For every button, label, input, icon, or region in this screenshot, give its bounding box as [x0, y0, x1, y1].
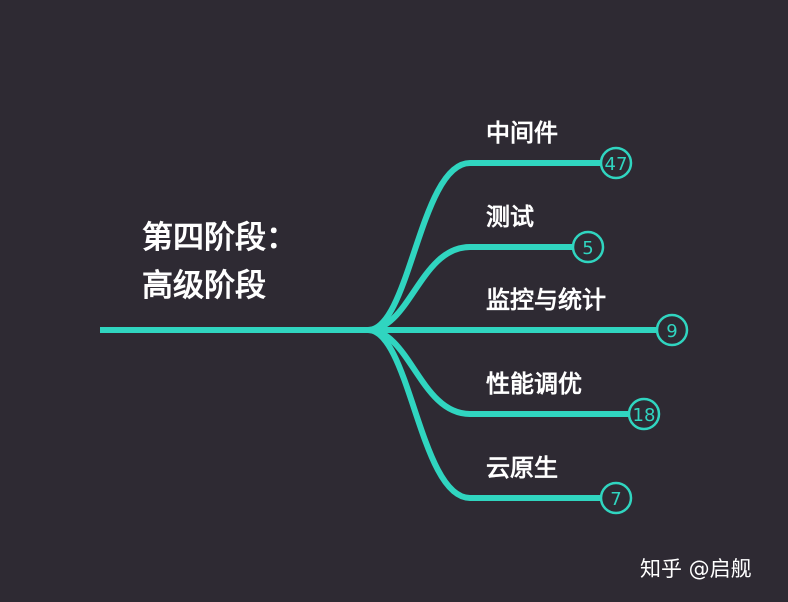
count-badge-text: 5	[582, 238, 593, 259]
root-title-line2: 高级阶段	[142, 268, 266, 304]
count-badge-text: 9	[666, 321, 677, 342]
count-badge[interactable]	[655, 313, 689, 347]
branch-line	[365, 160, 604, 333]
watermark: 知乎 @启舰	[640, 557, 752, 581]
count-badge[interactable]	[627, 397, 661, 431]
count-badge-text: 7	[610, 489, 621, 510]
branch-label[interactable]: 性能调优	[486, 370, 582, 398]
count-badge[interactable]	[599, 146, 633, 180]
root-title-line1: 第四阶段：	[142, 220, 297, 256]
branch-label[interactable]: 监控与统计	[486, 286, 606, 314]
count-badge-text: 18	[633, 405, 656, 426]
branch-label[interactable]: 云原生	[486, 454, 558, 482]
root-node: 第四阶段： 高级阶段	[142, 214, 297, 310]
branch-label[interactable]: 测试	[486, 203, 534, 231]
branch-label[interactable]: 中间件	[486, 119, 558, 147]
branch-line	[365, 244, 576, 333]
count-badge-text: 47	[605, 154, 628, 175]
count-badge[interactable]	[599, 481, 633, 515]
branch-line	[365, 327, 604, 501]
count-badge[interactable]	[571, 230, 605, 264]
